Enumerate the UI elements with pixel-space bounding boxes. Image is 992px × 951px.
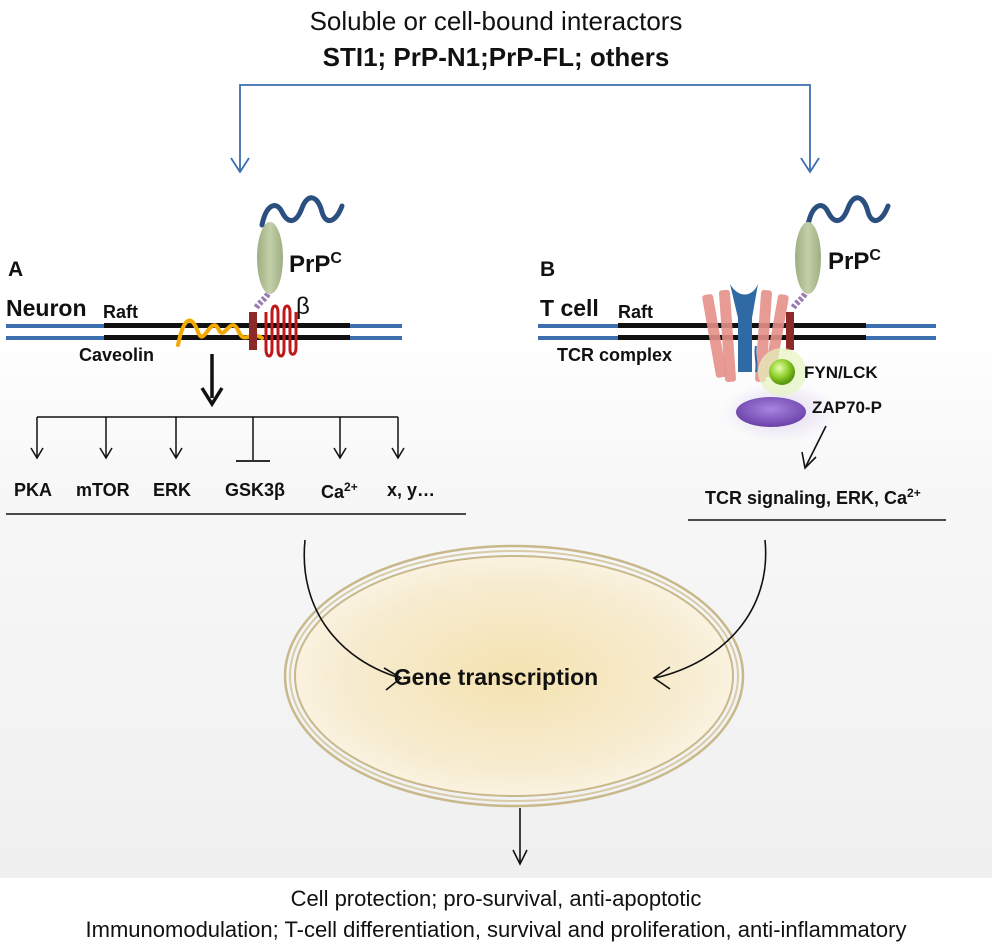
membrane-blue-right-bottom	[350, 336, 402, 340]
tcell-membrane-blue-left-top	[538, 324, 618, 328]
prp-b-label-sup: C	[869, 247, 881, 264]
tcell-membrane-blue-right-bottom	[866, 336, 936, 340]
nucleus-outer	[283, 544, 745, 808]
neuron-raft-label: Raft	[103, 302, 138, 322]
arrowhead-to-neuron	[230, 157, 250, 174]
tcr-chain-3	[755, 289, 772, 383]
curve-from-tcell-head	[652, 666, 671, 690]
prp-a-tail	[259, 195, 345, 228]
interactors-list: STI1; PrP-N1;PrP-FL; others	[322, 42, 670, 72]
membrane-blue-left-bottom	[6, 336, 104, 340]
caveolin-label: Caveolin	[79, 345, 155, 365]
tcr-zeta-tail	[754, 345, 758, 373]
target-mtor-text: mTOR	[76, 480, 130, 500]
neuron-signal-arrow	[200, 354, 224, 408]
target-gsk3b-text: GSK3β	[225, 480, 286, 500]
neuron-label: Neuron	[6, 295, 87, 321]
branch-mtor-head	[99, 447, 113, 460]
zap70-arrow-head	[801, 451, 817, 470]
target-calcium: Ca2+	[321, 480, 358, 503]
target-pka: PKA	[14, 480, 52, 501]
panel-a-letter: A	[8, 258, 24, 281]
prp-b-tail	[805, 195, 891, 228]
curved-arrows	[303, 539, 767, 691]
branch-erk-head	[169, 447, 183, 460]
membrane-blue-right-top	[350, 324, 402, 328]
curve-from-neuron-head	[383, 667, 403, 691]
beta-label: β	[296, 293, 310, 320]
zap70-label: ZAP70-P	[812, 398, 882, 417]
prp-a-label-sup: C	[330, 250, 342, 267]
target-calcium-text: Ca	[321, 482, 345, 502]
target-pka-text: PKA	[14, 480, 53, 500]
target-gsk3b: GSK3β	[225, 480, 285, 501]
tcr-chain-1	[702, 294, 727, 378]
caveolin-strand	[176, 318, 264, 347]
outcome-line-2: Immunomodulation; T-cell differentiation…	[85, 917, 907, 942]
interactor-bracket	[239, 84, 811, 170]
target-xy-text: x, y…	[387, 480, 436, 500]
prp-a-globular-domain	[257, 222, 283, 294]
raft-black-bottom	[104, 335, 350, 340]
target-xy: x, y…	[387, 480, 435, 501]
prp-a-molecule	[249, 195, 345, 350]
output-arrow	[512, 808, 528, 866]
tcr-complex-label: TCR complex	[557, 345, 673, 365]
interactor-arrows	[230, 84, 820, 174]
tcell-raft-label: Raft	[618, 302, 653, 322]
zap70-arrow	[801, 425, 827, 470]
prp-a-gpi-anchor	[249, 312, 257, 350]
neuron-signal-arrow-head	[200, 387, 224, 408]
fyn-lck-ball	[769, 359, 795, 385]
interactors-title: Soluble or cell-bound interactors	[309, 6, 683, 36]
tcell-label: T cell	[540, 295, 599, 321]
curve-from-tcell	[654, 539, 767, 679]
raft-black-top	[104, 323, 350, 328]
prp-b-globular-domain	[795, 222, 821, 294]
prp-a-linker	[253, 292, 271, 310]
nucleus	[283, 544, 745, 808]
neuron-membrane	[6, 323, 402, 340]
tcr-signaling-label: TCR signaling, ERK, Ca2+	[705, 486, 921, 509]
output-arrow-head	[512, 849, 528, 866]
target-mtor: mTOR	[76, 480, 130, 501]
tcr-signaling-sup: 2+	[907, 486, 921, 500]
branch-ca-head	[333, 447, 347, 460]
prp-a-label-main: PrP	[289, 251, 331, 278]
membrane-blue-left-top	[6, 324, 104, 328]
target-erk-text: ERK	[153, 480, 192, 500]
beta-receptor	[264, 304, 298, 358]
prp-b-label-main: PrP	[828, 248, 870, 275]
prp-a-label: PrPC	[289, 250, 342, 279]
zap70-arrow-shaft	[805, 425, 827, 467]
outcome-line-1: Cell protection; pro-survival, anti-apop…	[290, 886, 702, 911]
target-erk: ERK	[153, 480, 191, 501]
tcr-complex	[702, 284, 789, 383]
arrowhead-to-tcell	[800, 157, 820, 174]
neuron-branch-tree	[30, 416, 405, 462]
fyn-lck-label: FYN/LCK	[804, 363, 878, 382]
tcell-membrane-blue-right-top	[866, 324, 936, 328]
tcell-membrane-blue-left-bottom	[538, 336, 618, 340]
tcr-core	[730, 284, 758, 372]
prp-b-gpi-anchor	[786, 312, 794, 350]
zap70-ellipse	[736, 397, 806, 427]
tcr-chain-2	[719, 289, 736, 383]
target-calcium-sup: 2+	[344, 480, 358, 494]
nucleus-inner	[294, 555, 734, 797]
panel-b-letter: B	[540, 258, 556, 281]
branch-xy-head	[391, 447, 405, 460]
gene-transcription-label: Gene transcription	[393, 664, 599, 690]
prp-b-molecule	[786, 195, 891, 350]
prp-b-label: PrPC	[828, 247, 881, 276]
nucleus-middle	[289, 550, 739, 802]
prp-b-linker	[790, 292, 808, 310]
curve-from-neuron	[303, 539, 401, 679]
tcr-signaling-text: TCR signaling, ERK, Ca	[705, 488, 908, 508]
branch-pka-head	[30, 447, 44, 460]
